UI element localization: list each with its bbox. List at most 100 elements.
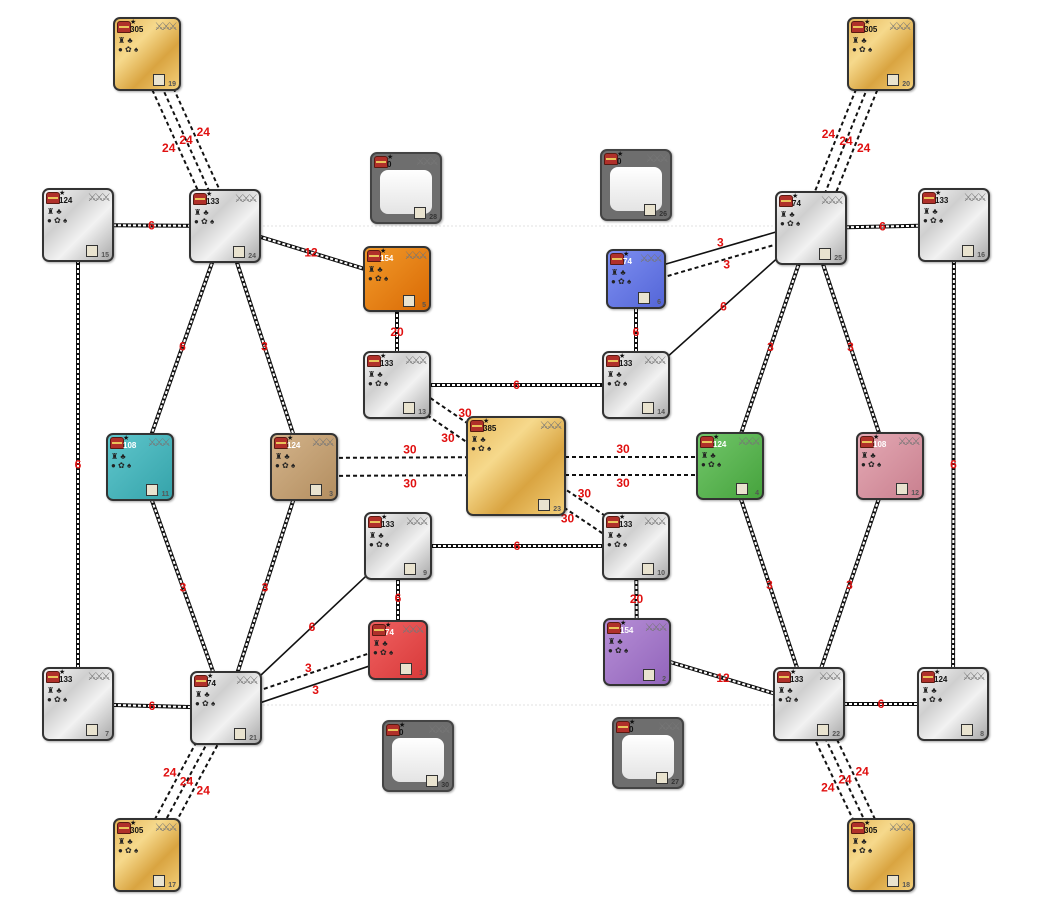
territory-node[interactable]: ★108⚔⚔⚔♜ ♣● ✿ ♠12	[856, 432, 924, 500]
crossed-swords-icon: ⚔⚔⚔	[643, 516, 667, 528]
star-icon: ★	[864, 820, 871, 827]
treasure-chest-icon	[470, 420, 484, 432]
resource-icons: ♜ ♣● ✿ ♠	[780, 210, 801, 228]
node-level: 0	[399, 728, 404, 737]
route-cost-label: 24	[197, 783, 211, 797]
territory-node[interactable]: ★305⚔⚔⚔♜ ♣● ✿ ♠20	[847, 17, 915, 91]
territory-node[interactable]: ★133⚔⚔⚔♜ ♣● ✿ ♠22	[773, 667, 845, 741]
territory-node[interactable]: ★133⚔⚔⚔♜ ♣● ✿ ♠10	[602, 512, 670, 580]
route-cost-label: 30	[616, 442, 630, 456]
castle-icon	[656, 772, 668, 784]
star-icon: ★	[629, 719, 636, 726]
territory-node[interactable]: ★74⚔⚔⚔♜ ♣● ✿ ♠25	[775, 191, 847, 265]
node-level: 305	[864, 826, 878, 835]
treasure-chest-icon	[604, 153, 618, 165]
node-number: 22	[832, 731, 840, 738]
territory-node[interactable]: ★74⚔⚔⚔♜ ♣● ✿ ♠21	[190, 671, 262, 745]
route-cost-label: 24	[857, 141, 871, 155]
star-icon: ★	[713, 434, 720, 441]
territory-node[interactable]: ★154⚔⚔⚔♜ ♣● ✿ ♠5	[363, 246, 431, 312]
treasure-chest-icon	[607, 622, 621, 634]
node-number: 4	[755, 490, 759, 497]
empty-slot	[610, 167, 662, 211]
crossed-swords-icon: ⚔⚔⚔	[415, 156, 439, 168]
territory-node[interactable]: ★108⚔⚔⚔♜ ♣● ✿ ♠11	[106, 433, 174, 501]
crossed-swords-icon: ⚔⚔⚔	[147, 437, 171, 449]
node-level: 305	[130, 826, 144, 835]
territory-node[interactable]: ★0⚔⚔⚔26	[600, 149, 672, 221]
territory-node[interactable]: ★0⚔⚔⚔30	[382, 720, 454, 792]
castle-icon	[234, 728, 246, 740]
territory-node[interactable]: ★0⚔⚔⚔27	[612, 717, 684, 789]
territory-node[interactable]: ★133⚔⚔⚔♜ ♣● ✿ ♠14	[602, 351, 670, 419]
resource-icons: ♜ ♣● ✿ ♠	[922, 686, 943, 704]
resource-icons: ♜ ♣● ✿ ♠	[701, 451, 722, 469]
node-number: 2	[662, 676, 666, 683]
node-level: 74	[623, 257, 632, 266]
resource-icons: ♜ ♣● ✿ ♠	[923, 207, 944, 225]
star-icon: ★	[619, 514, 626, 521]
node-number: 16	[977, 252, 985, 259]
castle-icon	[86, 245, 98, 257]
castle-icon	[233, 246, 245, 258]
node-level: 124	[934, 675, 948, 684]
castle-icon	[819, 248, 831, 260]
castle-icon	[403, 402, 415, 414]
star-icon: ★	[206, 191, 213, 198]
route-cost-label: 24	[179, 133, 193, 147]
territory-node[interactable]: ★133⚔⚔⚔♜ ♣● ✿ ♠9	[364, 512, 432, 580]
route-line	[224, 466, 306, 709]
territory-node[interactable]: ★0⚔⚔⚔28	[370, 152, 442, 224]
territory-node[interactable]: ★154⚔⚔⚔♜ ♣● ✿ ♠2	[603, 618, 671, 686]
territory-node[interactable]: ★124⚔⚔⚔♜ ♣● ✿ ♠4	[696, 432, 764, 500]
node-number: 11	[161, 491, 169, 498]
star-icon: ★	[380, 353, 387, 360]
node-number: 1	[419, 670, 423, 677]
node-level: 154	[380, 254, 394, 263]
territory-node[interactable]: ★124⚔⚔⚔♜ ♣● ✿ ♠15	[42, 188, 114, 262]
treasure-chest-icon	[700, 436, 714, 448]
territory-node[interactable]: ★74⚔⚔⚔♜ ♣● ✿ ♠6	[606, 249, 666, 309]
castle-icon	[961, 724, 973, 736]
node-level: 74	[207, 679, 216, 688]
territory-node[interactable]: ★133⚔⚔⚔♜ ♣● ✿ ♠16	[918, 188, 990, 262]
territory-node[interactable]: ★385⚔⚔⚔♜ ♣● ✿ ♠23	[466, 416, 566, 516]
castle-icon	[887, 875, 899, 887]
star-icon: ★	[620, 620, 627, 627]
treasure-chest-icon	[851, 822, 865, 834]
node-level: 0	[629, 725, 634, 734]
node-level: 133	[619, 520, 633, 529]
star-icon: ★	[483, 418, 490, 425]
node-number: 8	[980, 731, 984, 738]
resource-icons: ♜ ♣● ✿ ♠	[373, 639, 394, 657]
route-cost-label: 20	[390, 325, 404, 339]
star-icon: ★	[792, 193, 799, 200]
node-level: 133	[380, 359, 394, 368]
territory-node[interactable]: ★305⚔⚔⚔♜ ♣● ✿ ♠19	[113, 17, 181, 91]
node-level: 133	[206, 197, 220, 206]
treasure-chest-icon	[860, 436, 874, 448]
star-icon: ★	[59, 669, 66, 676]
resource-icons: ♜ ♣● ✿ ♠	[194, 208, 215, 226]
node-level: 74	[385, 628, 394, 637]
crossed-swords-icon: ⚔⚔⚔	[405, 516, 429, 528]
crossed-swords-icon: ⚔⚔⚔	[888, 21, 912, 33]
crossed-swords-icon: ⚔⚔⚔	[644, 622, 668, 634]
territory-node[interactable]: ★74⚔⚔⚔♜ ♣● ✿ ♠1	[368, 620, 428, 680]
route-cost-label: 6	[513, 378, 520, 392]
castle-icon	[736, 483, 748, 495]
territory-node[interactable]: ★124⚔⚔⚔♜ ♣● ✿ ♠3	[270, 433, 338, 501]
route-cost-label: 12	[716, 671, 730, 685]
castle-icon	[86, 724, 98, 736]
territory-node[interactable]: ★305⚔⚔⚔♜ ♣● ✿ ♠18	[847, 818, 915, 892]
territory-node[interactable]: ★133⚔⚔⚔♜ ♣● ✿ ♠24	[189, 189, 261, 263]
territory-node[interactable]: ★124⚔⚔⚔♜ ♣● ✿ ♠8	[917, 667, 989, 741]
route-cost-label: 6	[149, 699, 156, 713]
route-cost-label: 24	[838, 773, 852, 787]
route-cost-label: 3	[180, 581, 187, 595]
territory-node[interactable]: ★133⚔⚔⚔♜ ♣● ✿ ♠13	[363, 351, 431, 419]
territory-node[interactable]: ★133⚔⚔⚔♜ ♣● ✿ ♠7	[42, 667, 114, 741]
castle-icon	[426, 775, 438, 787]
territory-node[interactable]: ★305⚔⚔⚔♜ ♣● ✿ ♠17	[113, 818, 181, 892]
treasure-chest-icon	[374, 156, 388, 168]
